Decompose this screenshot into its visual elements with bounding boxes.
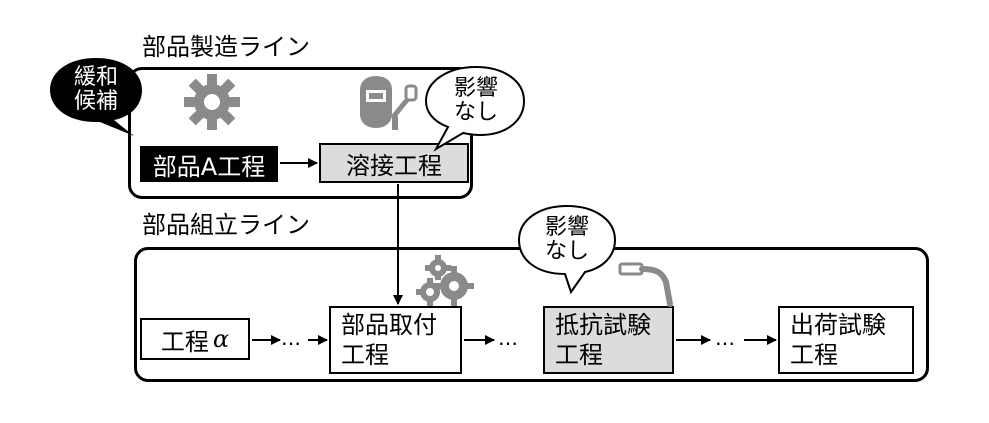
process-welding-label: 溶接工程: [346, 151, 442, 180]
no-impact-welding-callout: 影響 なし: [428, 70, 524, 132]
resistance-welder-icon: [618, 262, 673, 307]
process-parts-mount-line1: 部品取付: [341, 311, 437, 339]
ellipsis-1: …: [281, 326, 301, 350]
no-impact-resistance-line1: 影響: [544, 215, 589, 240]
no-impact-welding-line1: 影響: [453, 76, 498, 101]
process-welding[interactable]: 溶接工程: [319, 143, 469, 183]
process-parts-mount[interactable]: 部品取付 工程: [329, 306, 462, 374]
gears-icon: [416, 255, 474, 306]
mitigation-bubble-shape: [50, 58, 142, 136]
mitigation-callout: 緩和 候補: [50, 60, 142, 120]
process-shipping-test-line1: 出荷試験: [790, 311, 886, 339]
process-parts-a[interactable]: 部品A工程: [140, 146, 278, 182]
process-shipping-test-line2: 工程: [790, 341, 838, 369]
ellipsis-3: …: [715, 326, 735, 350]
process-shipping-test[interactable]: 出荷試験 工程: [778, 306, 914, 374]
no-impact-welding-bubble-shape: [424, 65, 526, 152]
no-impact-resistance-callout: 影響 なし: [519, 209, 615, 271]
line-label-assembly: 部品組立ライン: [142, 211, 310, 239]
process-resistance-test-line2: 工程: [555, 341, 603, 369]
process-parts-mount-line2: 工程: [341, 341, 389, 369]
process-resistance-test[interactable]: 抵抗試験 工程: [543, 306, 674, 374]
line-label-manufacturing: 部品製造ライン: [142, 33, 310, 61]
process-parts-a-label: 部品A工程: [152, 152, 266, 181]
mitigation-line2: 候補: [73, 89, 118, 114]
welder-icon: [360, 76, 418, 130]
process-resistance-test-line1: 抵抗試験: [555, 311, 651, 339]
ellipsis-2: …: [498, 326, 518, 350]
mitigation-line1: 緩和: [73, 65, 118, 90]
no-impact-resistance-line2: なし: [544, 239, 589, 264]
no-impact-welding-line2: なし: [453, 100, 498, 125]
process-alpha-symbol: α: [212, 325, 230, 353]
no-impact-resistance-bubble-shape: [517, 204, 617, 295]
gear-icon: [184, 74, 240, 130]
process-alpha-prefix: 工程: [160, 327, 209, 356]
